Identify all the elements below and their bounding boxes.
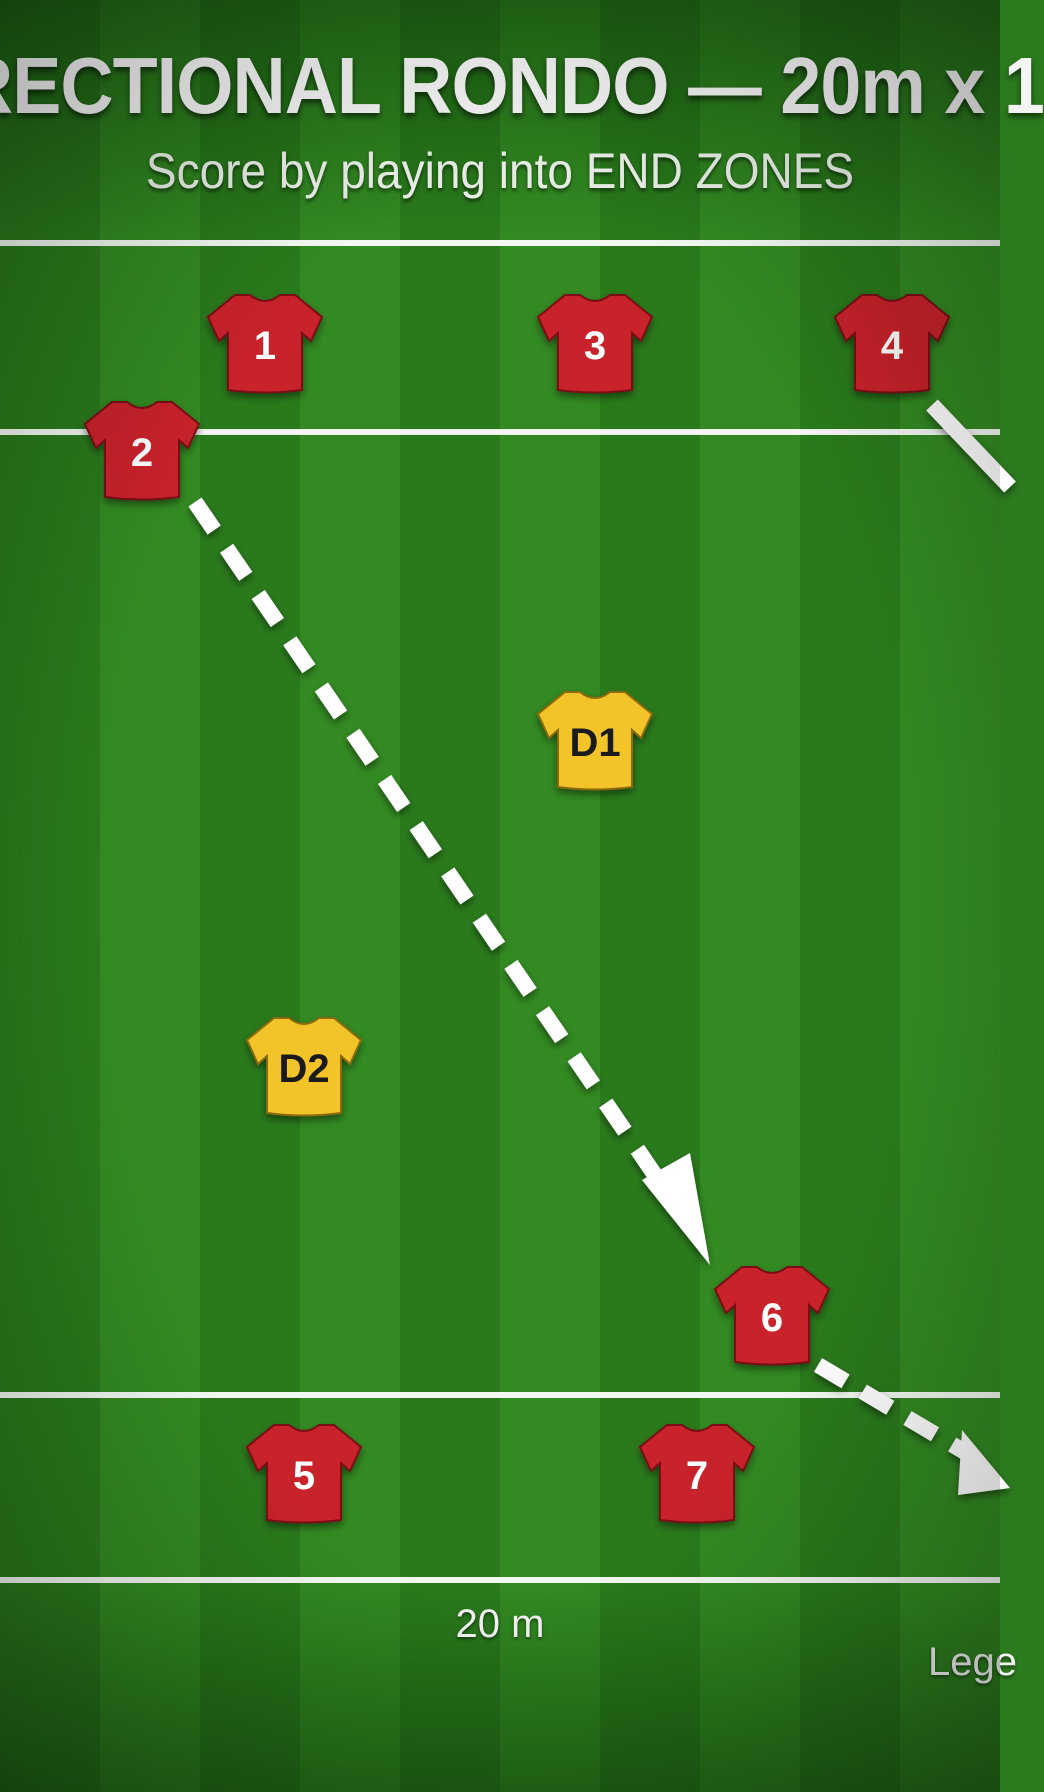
player-5-number: 5 (293, 1454, 315, 1498)
legend-label: Lege (928, 1640, 1017, 1684)
pitch-stripes (0, 0, 1000, 1792)
pass-6-arrowhead (958, 1430, 1010, 1495)
player-1-number: 1 (254, 324, 276, 368)
player-1: 1 (207, 294, 323, 394)
defender-d1: D1 (537, 691, 653, 791)
pass-2-to-6-arrowhead (642, 1153, 710, 1265)
player-7-number: 7 (686, 1454, 708, 1498)
player-3: 3 (537, 294, 653, 394)
pitch-diagram: 1 3 4 2 D1 D2 6 5 7 (0, 240, 1016, 1583)
pass-2-to-6 (188, 497, 679, 1205)
pass-4-to-right (926, 399, 1016, 493)
defender-d2: D2 (246, 1017, 362, 1117)
defender-d1-label: D1 (569, 721, 620, 765)
footer-shade (0, 1580, 1000, 1792)
width-measurement-label: 20 m (455, 1602, 545, 1646)
player-6-number: 6 (761, 1296, 783, 1340)
pass-arrows (188, 399, 1016, 1495)
drill-title: RECTIONAL RONDO — 20m x 1 (0, 41, 1044, 130)
drill-subtitle: Score by playing into END ZONES (145, 143, 855, 199)
player-2-number: 2 (131, 431, 153, 475)
defender-d2-label: D2 (278, 1047, 329, 1091)
pass-6-to-right (813, 1358, 980, 1465)
player-4-number: 4 (881, 324, 904, 368)
player-2: 2 (84, 401, 200, 501)
header-shade (0, 0, 1000, 240)
player-3-number: 3 (584, 324, 606, 368)
player-4: 4 (834, 294, 950, 394)
player-6: 6 (714, 1266, 830, 1366)
player-7: 7 (639, 1424, 755, 1524)
player-5: 5 (246, 1424, 362, 1524)
